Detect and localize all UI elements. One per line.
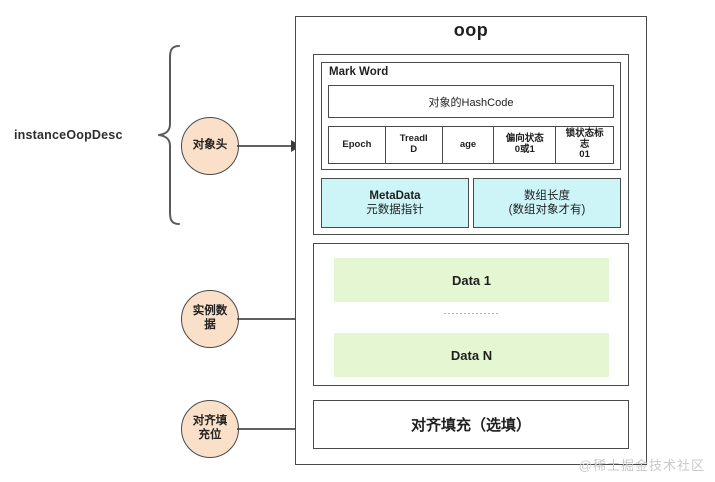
field-bias-line2: 0或1	[514, 144, 535, 155]
circle-alignment-padding-line1: 对齐填	[192, 415, 228, 428]
field-cell-lock-state: 锁状态标 志 01	[556, 127, 614, 163]
mark-word-field-strip: Epoch TreadI D age 偏向状态 0或1 锁状态标 志 01	[328, 126, 614, 164]
circle-object-header-line1: 对象头	[192, 139, 228, 152]
field-lock-line1: 锁状态标	[565, 128, 604, 140]
field-cell-thread-id: TreadI D	[386, 127, 443, 163]
arrow-object-header	[237, 140, 301, 152]
circle-instance-data-line2: 据	[204, 319, 216, 331]
alignment-padding-region: 对齐填充（选填）	[313, 400, 629, 449]
data-block-last: Data N	[334, 333, 609, 377]
field-age-line1: age	[459, 138, 477, 150]
array-length-line2: (数组对象才有)	[508, 204, 586, 216]
field-bias-line1: 偏向状态	[505, 133, 544, 145]
field-lock-line3: 01	[579, 149, 590, 161]
data-ellipsis: ··············	[443, 308, 500, 318]
field-epoch-line1: Epoch	[342, 138, 372, 150]
curly-brace	[158, 45, 180, 225]
circle-alignment-padding-line2: 充位	[198, 429, 222, 441]
hashcode-cell: 对象的HashCode	[328, 85, 614, 118]
metadata-pointer-cell: MetaData 元数据指针	[321, 178, 469, 228]
watermark: @稀土掘金技术社区	[578, 458, 705, 473]
instance-oop-desc-label: instanceOopDesc	[14, 128, 123, 142]
array-length-cell: 数组长度 (数组对象才有)	[473, 178, 621, 228]
field-lock-line2: 志	[579, 138, 590, 150]
metadata-line1: MetaData	[369, 189, 421, 202]
metadata-line2: 元数据指针	[366, 204, 424, 216]
field-thread-id-line2: D	[410, 144, 418, 155]
circle-instance-data-line1: 实例数	[192, 305, 228, 318]
circle-instance-data: 实例数 据	[181, 290, 239, 348]
field-cell-bias-state: 偏向状态 0或1	[494, 127, 557, 163]
field-cell-epoch: Epoch	[329, 127, 386, 163]
data-block-first: Data 1	[334, 258, 609, 302]
array-length-line1: 数组长度	[523, 189, 570, 202]
oop-title: oop	[453, 20, 489, 40]
circle-alignment-padding: 对齐填 充位	[181, 400, 239, 458]
field-thread-id-line1: TreadI	[399, 133, 428, 145]
field-cell-age: age	[443, 127, 495, 163]
mark-word-title: Mark Word	[329, 66, 389, 78]
circle-object-header: 对象头	[181, 117, 239, 175]
